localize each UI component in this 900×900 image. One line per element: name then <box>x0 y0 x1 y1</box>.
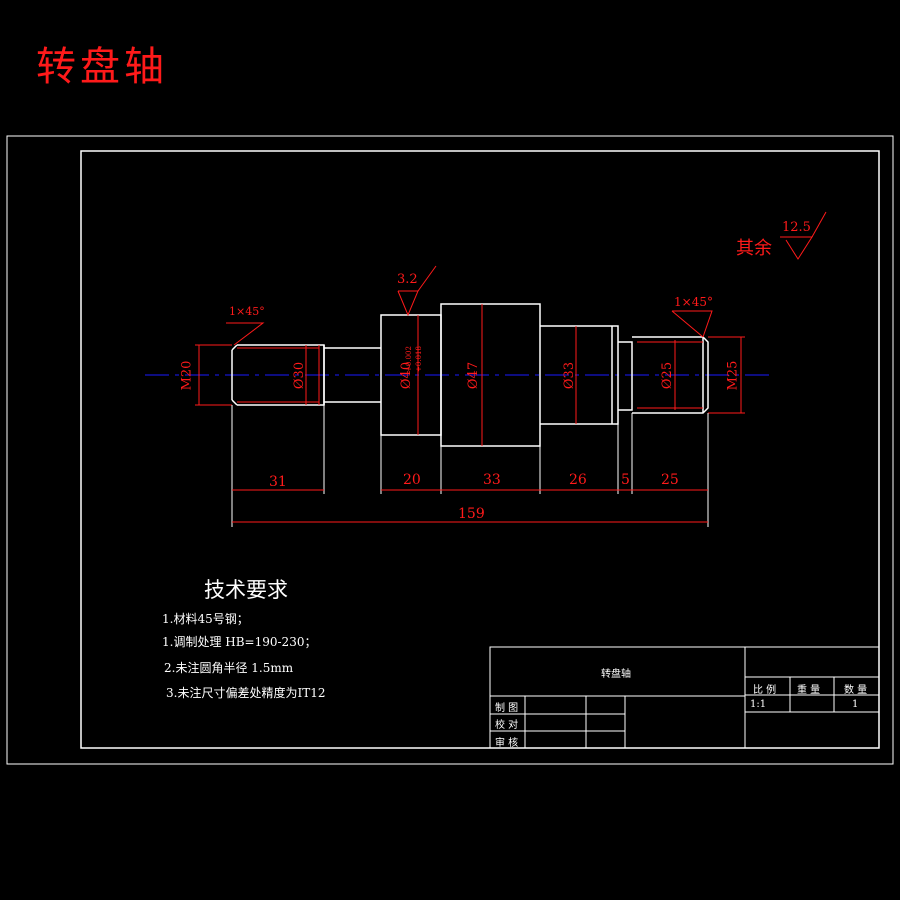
outer-border <box>6 135 894 765</box>
title-block-scale: 1:1 <box>750 699 767 710</box>
dim-l5: 5 <box>621 472 630 488</box>
dim-l33: 33 <box>483 472 501 488</box>
requirement-item: 3.未注尺寸偏差处精度为IT12 <box>166 686 326 700</box>
roughness-surface-label: 3.2 <box>397 272 418 287</box>
thread-lines <box>237 340 703 410</box>
requirement-item: 2.未注圆角半径 1.5mm <box>164 661 294 675</box>
dim-l20: 20 <box>403 472 421 488</box>
requirement-item: 1.调制处理 HB=190-230； <box>162 635 317 649</box>
title-block-scale-header: 比 例 <box>753 685 777 696</box>
extension-lines <box>231 405 709 527</box>
chamfer-right-label: 1×45° <box>674 295 713 309</box>
dim-total: 159 <box>458 506 485 522</box>
chamfer-leaders <box>226 310 713 346</box>
requirements-heading: 技术要求 <box>204 578 288 602</box>
title-block-part-name: 转盘轴 <box>601 669 631 680</box>
title-block-qty-header: 数 量 <box>844 685 868 696</box>
roughness-other-value: 12.5 <box>782 220 811 235</box>
drawing-title: 转盘轴 <box>36 44 168 90</box>
dim-l31: 31 <box>269 474 287 490</box>
title-block-checked-by: 校 对 <box>495 720 519 731</box>
shaft-outline <box>231 303 709 447</box>
title-block-drawn-by: 制 图 <box>495 703 519 714</box>
dim-l25: 25 <box>661 472 679 488</box>
title-block-qty: 1 <box>852 699 859 710</box>
roughness-symbols <box>397 211 827 317</box>
chamfer-left-label: 1×45° <box>229 305 265 318</box>
inner-border <box>80 150 880 749</box>
title-block-approved-by: 审 核 <box>495 738 519 749</box>
title-block-weight-header: 重 量 <box>797 685 821 696</box>
diameter-dim-lines <box>195 304 745 446</box>
roughness-other-label: 其余 <box>736 238 772 259</box>
length-dim-lines <box>232 489 708 523</box>
requirement-item: 1.材料45号钢； <box>162 612 249 626</box>
dim-l26: 26 <box>569 472 587 488</box>
